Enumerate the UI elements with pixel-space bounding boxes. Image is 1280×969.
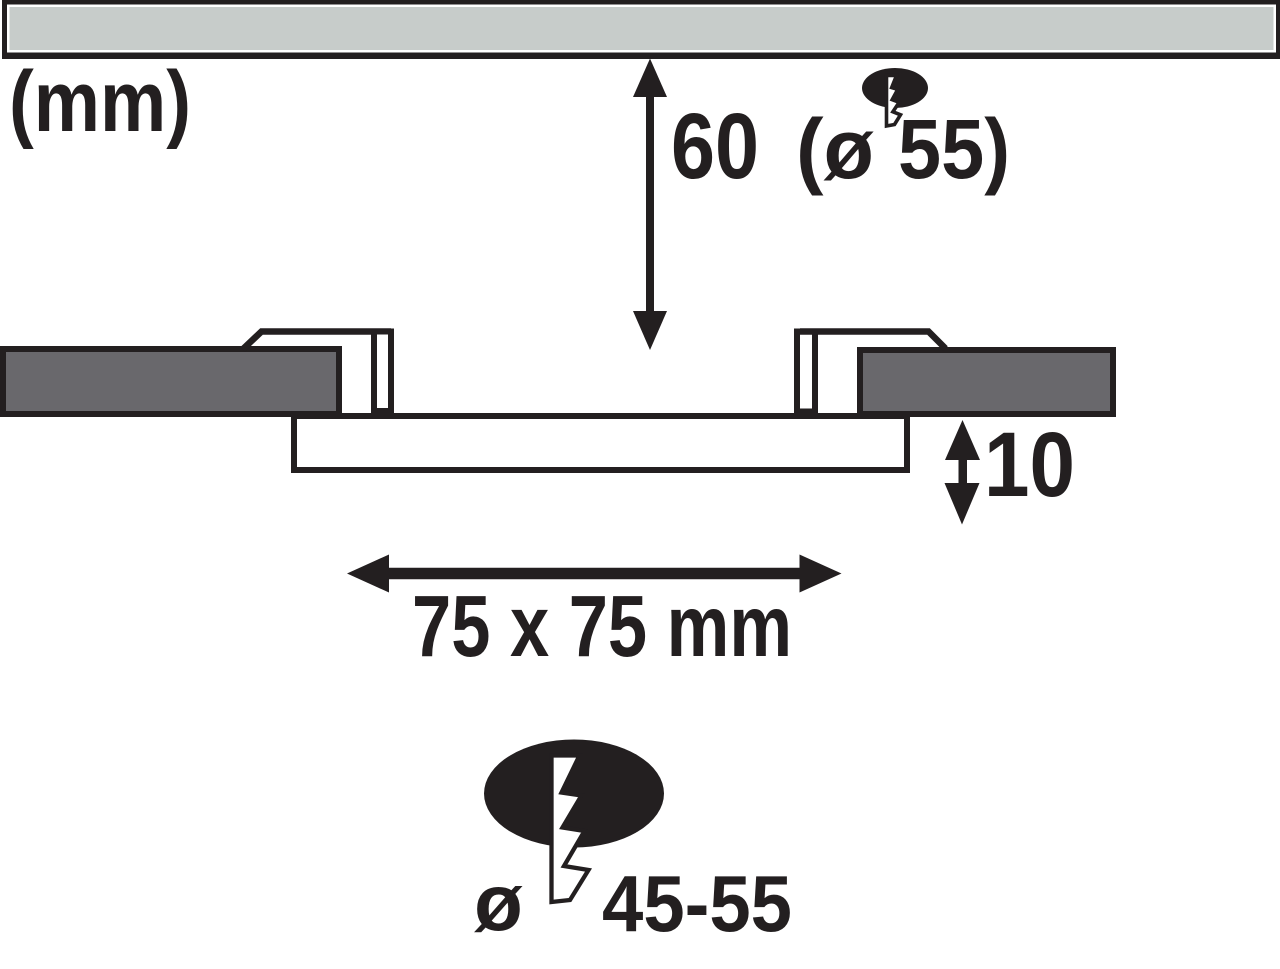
svg-text:(ø: (ø xyxy=(796,102,874,196)
svg-text:ø: ø xyxy=(474,858,523,947)
svg-text:55): 55) xyxy=(898,102,1010,196)
svg-text:60: 60 xyxy=(671,94,759,198)
svg-text:75 x 75 mm: 75 x 75 mm xyxy=(412,578,792,675)
svg-text:(mm): (mm) xyxy=(9,54,191,150)
svg-text:45-55: 45-55 xyxy=(602,859,792,948)
svg-text:10: 10 xyxy=(984,414,1075,516)
